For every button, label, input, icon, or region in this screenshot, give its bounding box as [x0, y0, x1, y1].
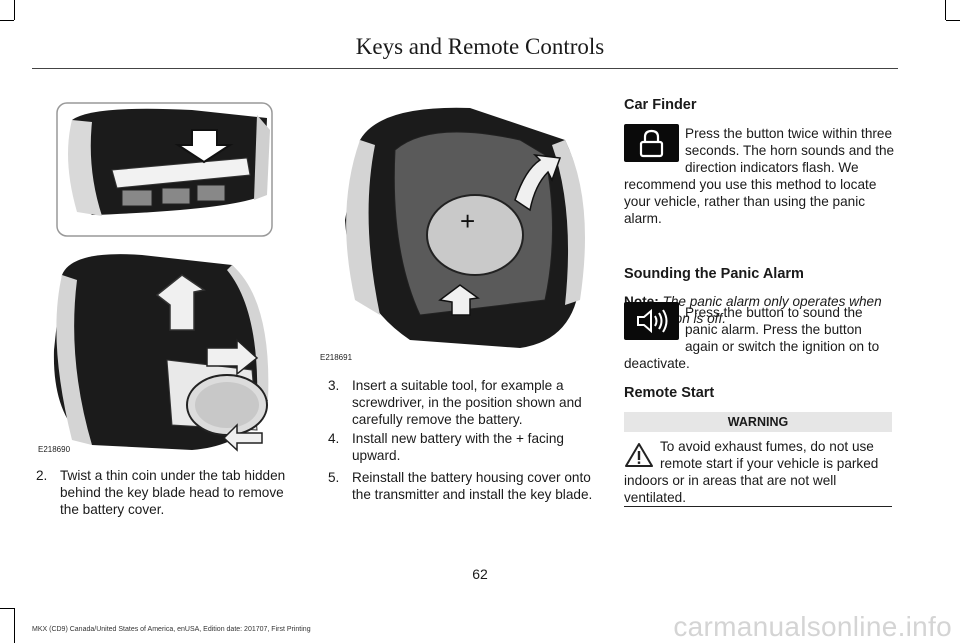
note-text: The panic alarm only operates when — [662, 294, 882, 309]
text-line: remote start if your vehicle is parked — [660, 456, 879, 471]
key-fob-open-illustration: + — [345, 107, 585, 348]
step-text-line: screwdriver, in the position shown and — [352, 395, 582, 410]
lock-icon — [624, 124, 679, 162]
text-line: panic alarm. Press the button — [685, 322, 862, 337]
step-number: 5. — [328, 470, 340, 485]
step-3: 3. Insert a suitable tool, for example a… — [328, 377, 608, 432]
warning-title: WARNING — [624, 412, 892, 432]
step-text-line: behind the key blade head to remove — [60, 485, 284, 500]
horn-icon — [624, 302, 679, 340]
title-divider — [32, 68, 898, 69]
text-line: direction indicators flash. We — [685, 160, 859, 175]
section-heading-remote-start: Remote Start — [624, 385, 715, 401]
crop-mark — [946, 20, 960, 21]
crop-mark — [14, 608, 15, 643]
section-heading-panic-alarm: Sounding the Panic Alarm — [624, 266, 804, 282]
panic-text: Press the button to sound the panic alar… — [624, 304, 899, 372]
text-line: your vehicle, rather than using the pani… — [624, 194, 866, 209]
step-text-line: the transmitter and install the key blad… — [352, 487, 593, 502]
warning-triangle-icon — [624, 442, 654, 468]
text-line: again or switch the ignition on to — [685, 339, 880, 354]
crop-mark — [14, 0, 15, 20]
step-text-line: Reinstall the battery housing cover onto — [352, 470, 591, 485]
text-line: Press the button twice within three — [685, 126, 893, 141]
step-2: 2. Twist a thin coin under the tab hidde… — [36, 467, 306, 527]
step-5: 5. Reinstall the battery housing cover o… — [328, 469, 608, 505]
text-line: To avoid exhaust fumes, do not use — [660, 439, 874, 454]
figure-battery-cover — [32, 100, 277, 460]
step-text-line: Twist a thin coin under the tab hidden — [60, 468, 286, 483]
footer-text: MKX (CD9) Canada/United States of Americ… — [32, 626, 311, 633]
step-number: 2. — [36, 468, 48, 483]
step-text-line: upward. — [352, 448, 401, 463]
text-line: Press the button to sound the — [685, 305, 863, 320]
text-line: indoors or in areas that are not well — [624, 473, 837, 488]
page-title: Keys and Remote Controls — [355, 34, 605, 59]
text-line: seconds. The horn sounds and the — [685, 143, 895, 158]
figure-battery-removal: + — [320, 100, 605, 360]
figure-caption: E218690 — [38, 445, 71, 454]
text-line: deactivate. — [624, 356, 690, 371]
warning-text: To avoid exhaust fumes, do not use remot… — [624, 438, 899, 506]
text-line: recommend you use this method to locate — [624, 177, 877, 192]
watermark: carmanualsonline.info — [673, 611, 952, 642]
text-line: alarm. — [624, 211, 662, 226]
section-heading-car-finder: Car Finder — [624, 97, 697, 113]
figure-caption: E218691 — [320, 353, 353, 362]
car-finder-text: Press the button twice within three seco… — [624, 125, 899, 227]
step-text-line: Insert a suitable tool, for example a — [352, 378, 564, 393]
crop-mark — [0, 608, 14, 609]
warning-divider — [624, 506, 892, 507]
svg-text:+: + — [460, 206, 475, 236]
step-number: 4. — [328, 431, 340, 446]
crop-mark — [945, 0, 946, 20]
key-fob-illustration — [53, 102, 273, 452]
page-number: 62 — [472, 566, 488, 582]
step-text-line: the battery cover. — [60, 502, 165, 517]
step-text-line: carefully remove the battery. — [352, 412, 523, 427]
step-text-line: Install new battery with the + facing — [352, 431, 564, 446]
crop-mark — [0, 20, 14, 21]
step-4: 4. Install new battery with the + facing… — [328, 430, 608, 466]
text-line: ventilated. — [624, 490, 686, 505]
step-number: 3. — [328, 378, 340, 393]
